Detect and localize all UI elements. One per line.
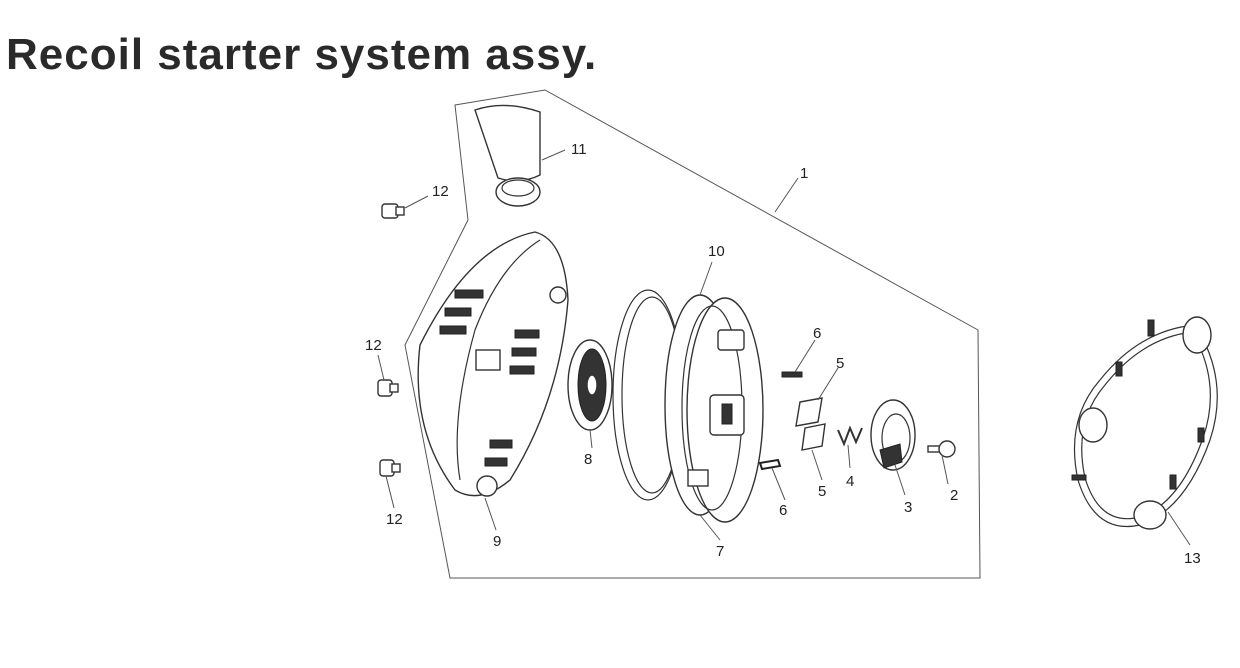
callout-8: 8 bbox=[584, 451, 592, 468]
part-11-duct bbox=[474, 104, 541, 207]
leader-lines bbox=[377, 149, 1191, 546]
callout-3: 3 bbox=[904, 499, 912, 516]
callout-12-top: 12 bbox=[432, 183, 449, 200]
callout-4: 4 bbox=[846, 473, 854, 490]
callout-12-middle: 12 bbox=[365, 337, 382, 354]
callout-5-top: 5 bbox=[836, 355, 844, 372]
part-5-pawl-top bbox=[795, 397, 823, 427]
part-12-bolt-top bbox=[381, 203, 405, 219]
callout-12-bottom: 12 bbox=[386, 511, 403, 528]
callout-6-top: 6 bbox=[813, 325, 821, 342]
callout-1: 1 bbox=[800, 165, 808, 182]
callout-2: 2 bbox=[950, 487, 958, 504]
callout-11: 11 bbox=[571, 141, 587, 158]
callout-5-bottom: 5 bbox=[818, 483, 826, 500]
part-12-bolt-middle bbox=[377, 379, 399, 397]
assembly-boundary bbox=[404, 89, 981, 579]
callout-7: 7 bbox=[716, 543, 724, 560]
callout-10: 10 bbox=[708, 243, 725, 260]
part-5-pawl-bottom bbox=[801, 423, 826, 451]
part-3-ratchet-guide bbox=[870, 399, 916, 471]
part-13-gasket bbox=[1071, 316, 1218, 530]
part-8-spiral-spring bbox=[567, 339, 613, 431]
diagram-title: Recoil starter system assy. bbox=[6, 30, 598, 79]
part-2-screw bbox=[927, 440, 956, 458]
part-6-pin-bottom bbox=[758, 458, 782, 471]
part-12-bolt-bottom bbox=[379, 459, 401, 477]
callout-13: 13 bbox=[1184, 550, 1201, 567]
part-4-spring bbox=[837, 425, 863, 447]
callout-6-bottom: 6 bbox=[779, 502, 787, 519]
callout-9: 9 bbox=[493, 533, 501, 550]
part-9-starter-housing bbox=[417, 231, 569, 497]
part-7-reel bbox=[664, 294, 764, 523]
part-6-pin-top bbox=[781, 371, 803, 378]
